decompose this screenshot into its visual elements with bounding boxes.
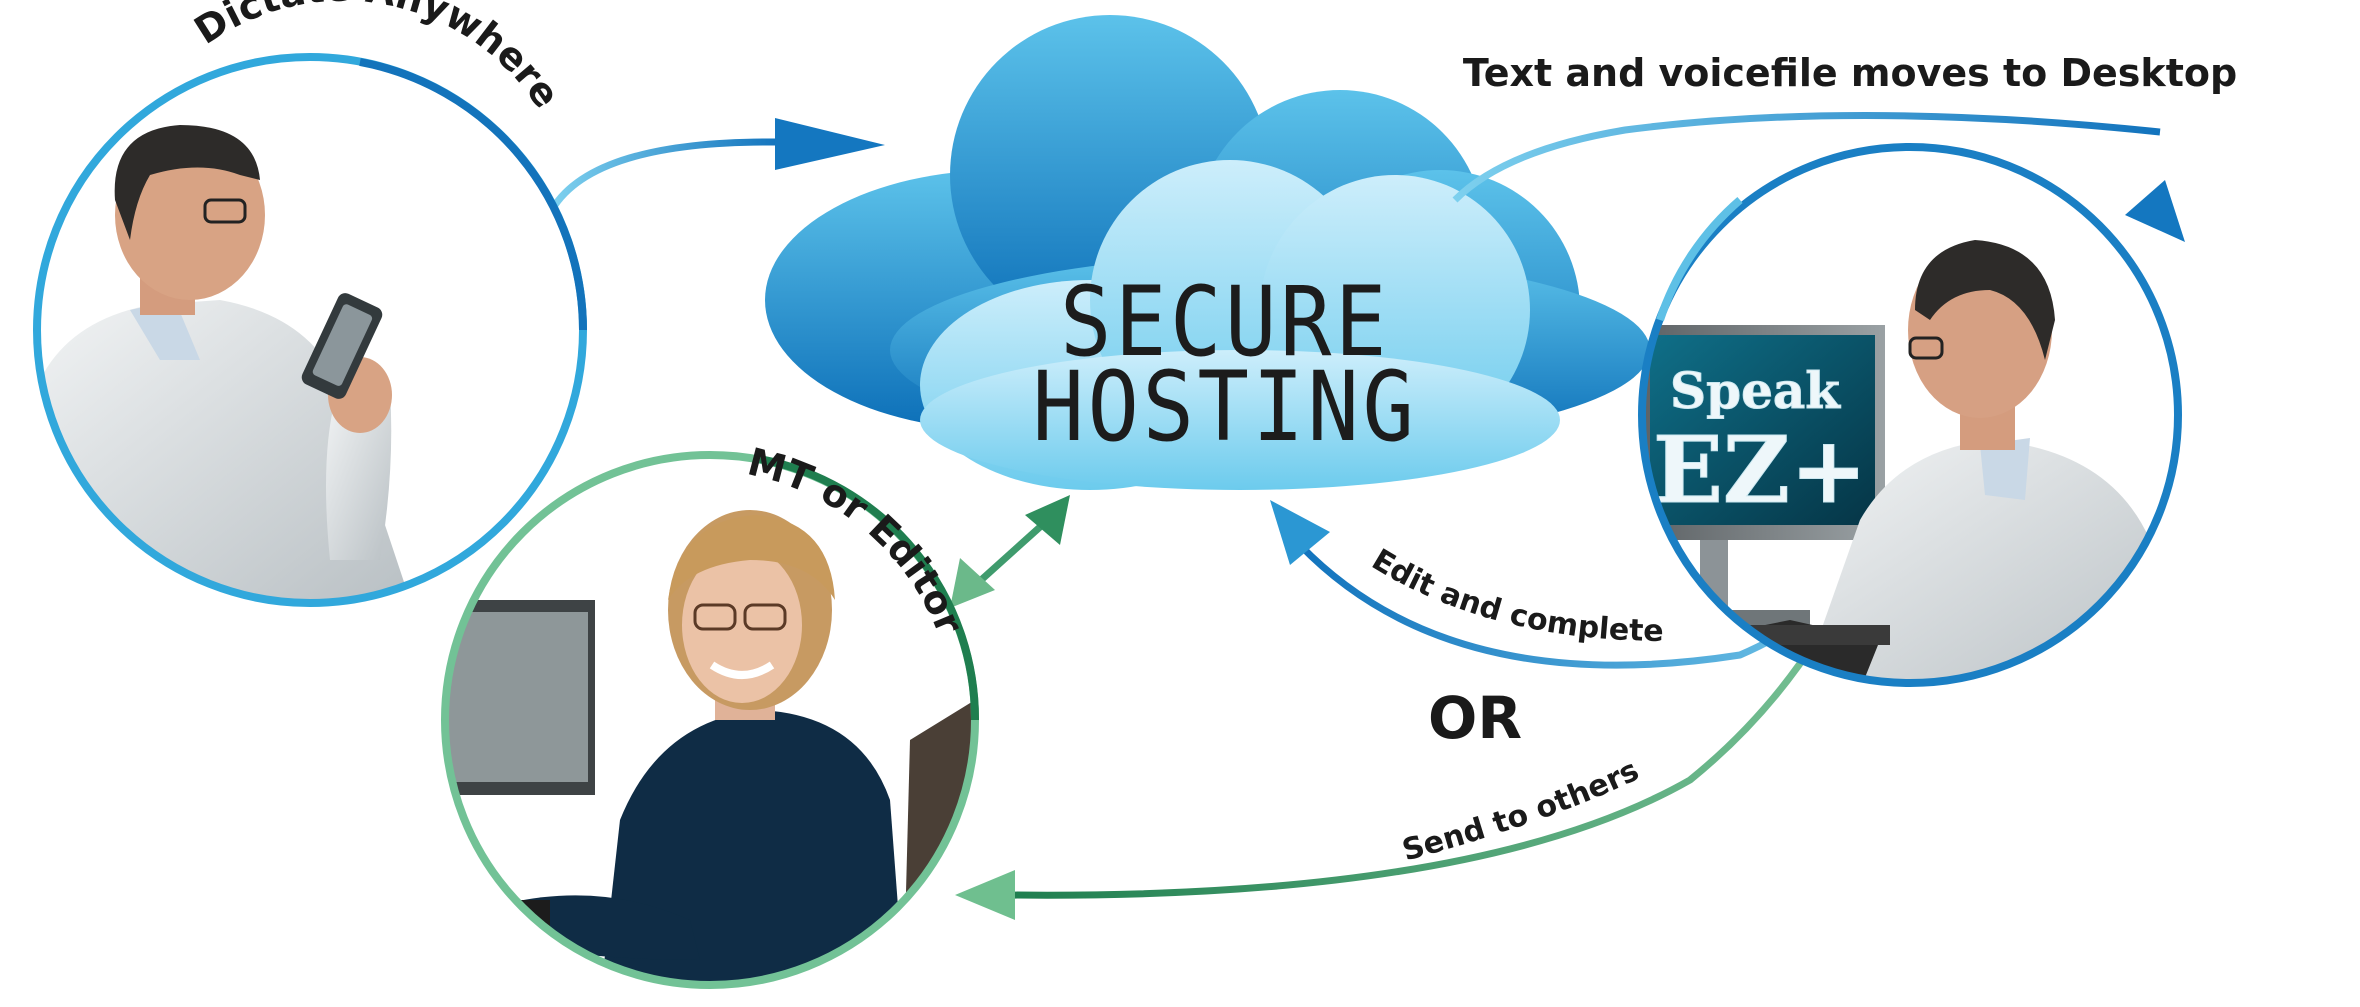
cloud-front-shape bbox=[920, 160, 1560, 490]
arrow-cloud-editor-bidirectional bbox=[950, 495, 1070, 608]
mt-or-editor-circle: MT or Editor bbox=[441, 440, 980, 989]
secure-hosting-cloud: SECURE HOSTING bbox=[765, 15, 1650, 490]
cloud-title-line1: SECURE bbox=[1060, 266, 1390, 378]
send-to-others-label: Send to others bbox=[1399, 753, 1645, 869]
svg-text:Edit and complete: Edit and complete bbox=[1366, 542, 1664, 648]
cloud-title-line2: HOSTING bbox=[1033, 351, 1418, 463]
svg-text:Send to others: Send to others bbox=[1399, 753, 1645, 869]
arrow-cloud-to-desktop bbox=[1452, 112, 2185, 242]
text-and-voicefile-label: Text and voicefile moves to Desktop bbox=[1463, 51, 2237, 95]
desktop-circle: Speak EZ+ bbox=[1638, 143, 2182, 687]
arrow-dictate-to-cloud bbox=[552, 118, 885, 208]
speak-ez-logo-line1: Speak bbox=[1670, 361, 1841, 420]
edit-and-complete-label: Edit and complete bbox=[1366, 542, 1664, 648]
dictate-anywhere-circle: Dictate Anywhere bbox=[33, 0, 587, 607]
or-label: OR bbox=[1428, 684, 1522, 752]
speak-ez-logo-line2: EZ+ bbox=[1653, 416, 1867, 524]
editor-woman-photo bbox=[445, 455, 975, 985]
doctor-with-phone-photo bbox=[37, 57, 583, 603]
